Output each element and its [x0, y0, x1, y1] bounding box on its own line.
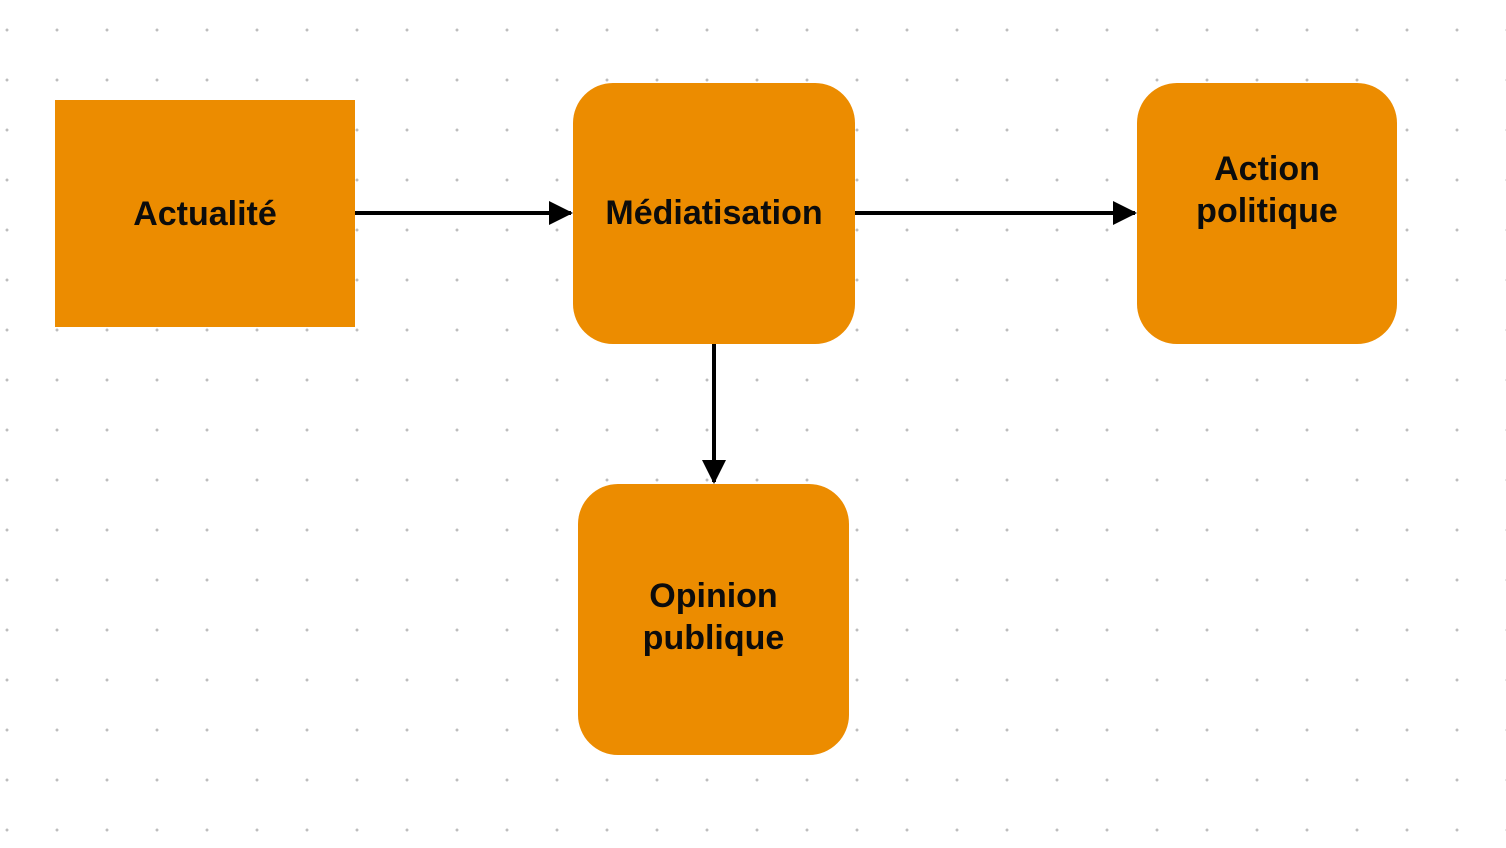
node-label-actualite: Actualité [133, 194, 277, 233]
node-label-mediatisation: Médiatisation [605, 193, 823, 232]
node-mediatisation[interactable]: Médiatisation [573, 83, 855, 344]
node-label-opinion-publique: Opinion publique [642, 576, 785, 657]
node-opinion-publique[interactable]: Opinion publique [578, 484, 849, 755]
node-action-politique[interactable]: Action politique [1137, 83, 1397, 344]
node-actualite[interactable]: Actualité [55, 100, 355, 327]
node-label-action-politique: Action politique [1196, 149, 1338, 230]
